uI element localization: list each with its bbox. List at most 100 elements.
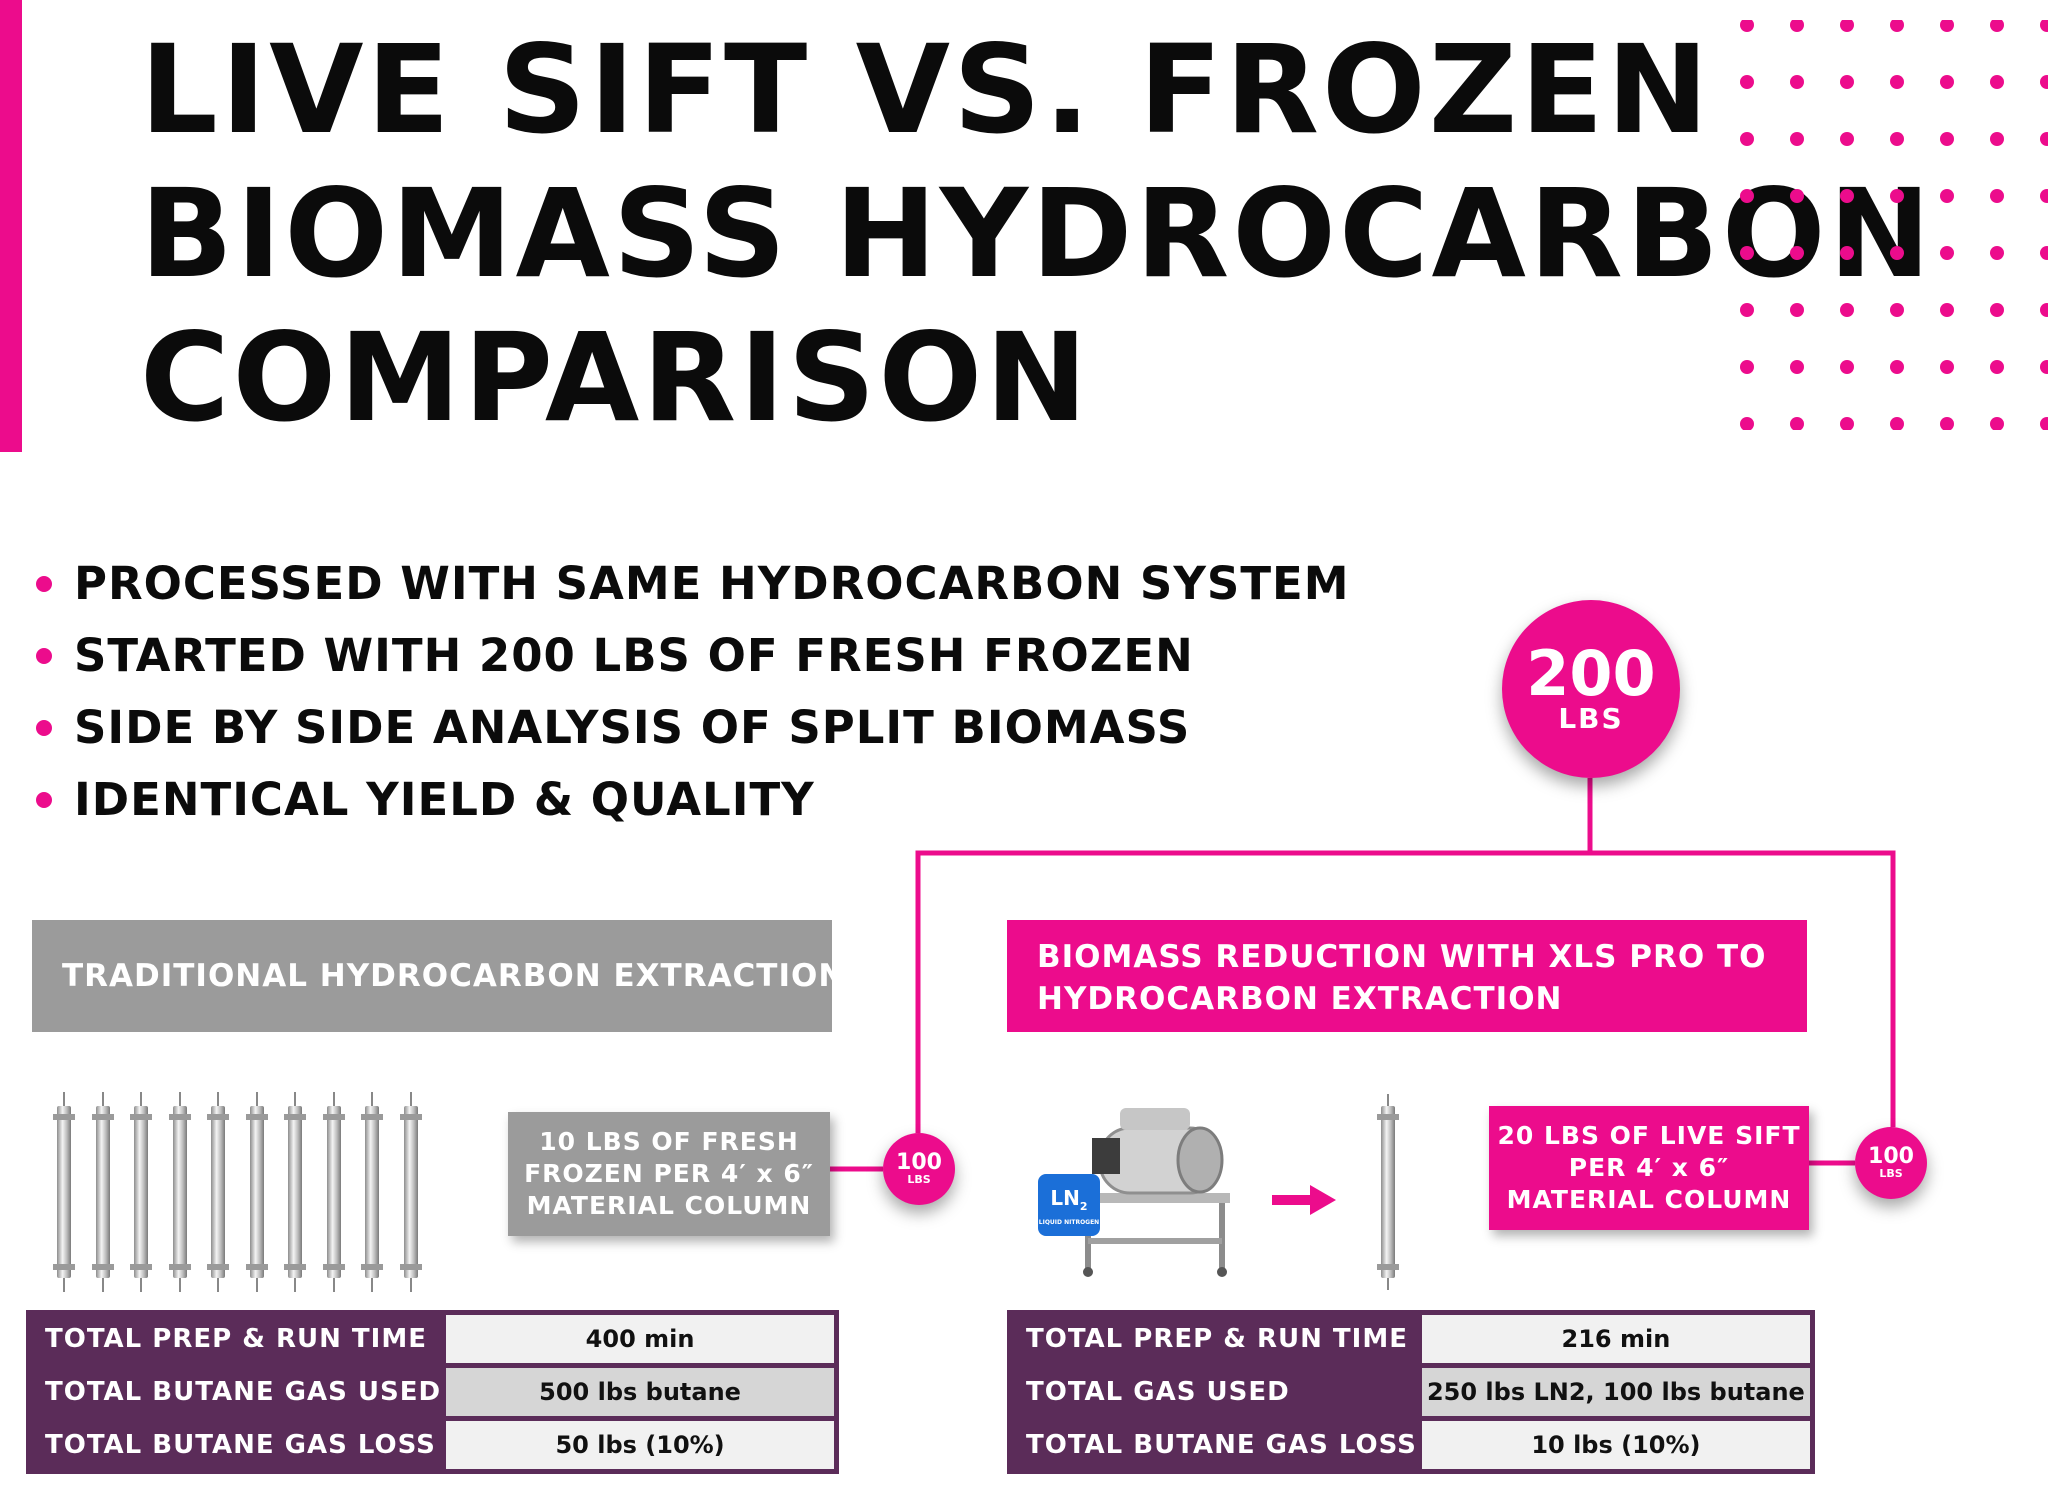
material-column-icon [53, 1092, 75, 1292]
decorative-dot [1740, 246, 1754, 260]
bullet-list: PROCESSED WITH SAME HYDROCARBON SYSTEM S… [36, 548, 1350, 836]
decorative-dot [1740, 303, 1754, 317]
decorative-dot [1740, 20, 1754, 32]
bullet-item: IDENTICAL YIELD & QUALITY [36, 764, 1350, 836]
bullet-dot-icon [36, 720, 52, 736]
decorative-dot [1790, 75, 1804, 89]
single-material-column-icon [1377, 1094, 1399, 1290]
material-column-icon [399, 1092, 422, 1292]
decorative-dot [1790, 20, 1804, 32]
decorative-dot [1990, 20, 2004, 32]
decorative-dot [1840, 132, 1854, 146]
decorative-dot [1890, 189, 1904, 203]
decorative-dot [1890, 246, 1904, 260]
decorative-dot [1990, 303, 2004, 317]
material-column-icon [284, 1092, 306, 1292]
decorative-dot [1740, 189, 1754, 203]
decorative-dot [1790, 417, 1804, 430]
decorative-dot [1790, 189, 1804, 203]
decorative-dot [1990, 246, 2004, 260]
decorative-dot [1840, 20, 1854, 32]
material-column-icon [91, 1092, 114, 1292]
decorative-dot-grid [1740, 20, 2048, 430]
decorative-dot [1790, 303, 1804, 317]
page-title: LIVE SIFT VS. FROZEN BIOMASS HYDROCARBON… [140, 18, 1934, 450]
left-split-circle: 100 LBS [883, 1133, 955, 1205]
decorative-dot [1990, 75, 2004, 89]
bullet-dot-icon [36, 792, 52, 808]
title-line-1: LIVE SIFT VS. FROZEN [140, 19, 1712, 161]
decorative-dot [2040, 303, 2048, 317]
decorative-dot [1790, 360, 1804, 374]
decorative-dot [1740, 417, 1754, 430]
decorative-dot [2040, 360, 2048, 374]
total-biomass-value: 200 [1526, 637, 1656, 710]
decorative-dot [1840, 189, 1854, 203]
decorative-dot [1840, 417, 1854, 430]
decorative-dot [1740, 75, 1754, 89]
xls-pro-machine-icon [1080, 1108, 1230, 1277]
right-split-circle: 100 LBS [1855, 1127, 1927, 1199]
decorative-dot [1940, 132, 1954, 146]
decorative-dot [1890, 20, 1904, 32]
decorative-dot [2040, 20, 2048, 32]
liquid-nitrogen-badge: LN2 LIQUID NITROGEN [1038, 1174, 1100, 1236]
xls-pro-extraction-header: BIOMASS REDUCTION WITH XLS PRO TO HYDROC… [1007, 920, 1807, 1032]
decorative-dot [2040, 189, 2048, 203]
split-connector [915, 778, 1593, 1133]
decorative-dot [1940, 20, 1954, 32]
material-column-icon [168, 1092, 191, 1292]
decorative-dot [1790, 132, 1804, 146]
title-line-2: BIOMASS HYDROCARBON [140, 163, 1934, 305]
decorative-dot [1740, 360, 1754, 374]
decorative-dot [1890, 132, 1904, 146]
decorative-dot [2040, 417, 2048, 430]
traditional-extraction-header: TRADITIONAL HYDROCARBON EXTRACTION [32, 920, 844, 1032]
material-column-icon [245, 1092, 268, 1292]
decorative-dot [1990, 189, 2004, 203]
decorative-dot [1890, 360, 1904, 374]
decorative-dot [1740, 132, 1754, 146]
live-sift-column-box: 20 LBS OF LIVE SIFT PER 4′ x 6″ MATERIAL… [1489, 1106, 1809, 1230]
arrow-right-icon [1272, 1185, 1336, 1215]
decorative-dot [1990, 417, 2004, 430]
material-column-icon [130, 1092, 152, 1292]
bullet-item: STARTED WITH 200 LBS OF FRESH FROZEN [36, 620, 1350, 692]
material-column-icon [322, 1092, 345, 1292]
title-line-3: COMPARISON [140, 307, 1091, 449]
decorative-dot [1940, 360, 1954, 374]
decorative-dot [1890, 75, 1904, 89]
bullet-dot-icon [36, 576, 52, 592]
total-biomass-circle: 200 LBS [1502, 600, 1680, 778]
accent-bar [0, 0, 22, 452]
bullet-item: PROCESSED WITH SAME HYDROCARBON SYSTEM [36, 548, 1350, 620]
decorative-dot [1840, 246, 1854, 260]
bullet-dot-icon [36, 648, 52, 664]
split-connector-right [1590, 850, 1896, 1127]
decorative-dot [1890, 417, 1904, 430]
decorative-dot [1940, 417, 1954, 430]
decorative-dot [1840, 303, 1854, 317]
decorative-dot [1790, 246, 1804, 260]
decorative-dot [2040, 75, 2048, 89]
decorative-dot [1940, 75, 1954, 89]
decorative-dot [1840, 360, 1854, 374]
bullet-item: SIDE BY SIDE ANALYSIS OF SPLIT BIOMASS [36, 692, 1350, 764]
total-biomass-unit: LBS [1558, 702, 1624, 735]
material-column-icon [361, 1092, 383, 1292]
decorative-dot [1890, 303, 1904, 317]
decorative-dot [1840, 75, 1854, 89]
decorative-dot [1990, 360, 2004, 374]
material-column-icon [207, 1092, 229, 1292]
fresh-frozen-column-box: 10 LBS OF FRESH FROZEN PER 4′ x 6″ MATER… [508, 1112, 830, 1236]
decorative-dot [1940, 189, 1954, 203]
